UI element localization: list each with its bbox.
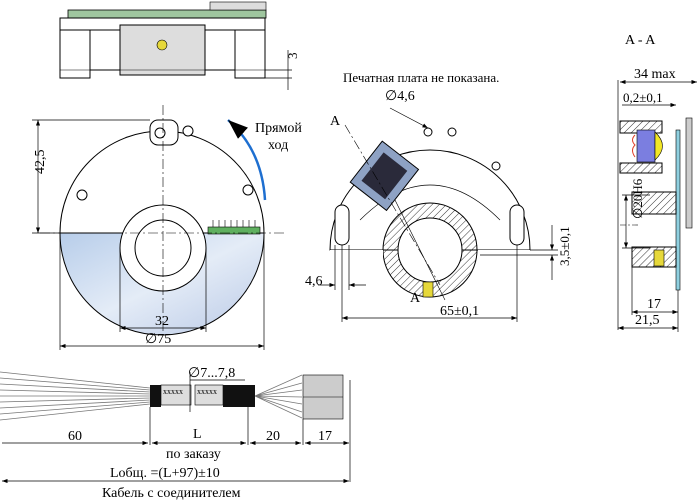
dim-wires: 60	[68, 429, 82, 444]
dim-bore: ∅20H6	[630, 178, 645, 219]
rotation-label-1: Прямой	[255, 121, 302, 136]
cable-assembly: xxxxx xxxxx ∅7...7,8 60 L 20 17 по заказ…	[0, 366, 351, 501]
dim-outer-diameter: ∅75	[145, 332, 171, 347]
dim-cable-length: L	[193, 427, 202, 442]
dim-hole-diameter: ∅4,6	[385, 89, 415, 104]
dim-mount-width: 65±0,1	[440, 304, 479, 319]
front-view: Прямой ход 42,5 32 ∅75	[32, 105, 302, 350]
dim-slot-width: 4,6	[305, 274, 323, 289]
top-view: 3	[59, 1, 300, 90]
rear-view: Печатная плата не показана. A A ∅4,6 4,6	[305, 70, 572, 322]
pcb-note: Печатная плата не показана.	[343, 70, 499, 85]
dim-cable-diameter: ∅7...7,8	[188, 366, 235, 381]
dim-gap: 0,2±0,1	[623, 90, 663, 105]
length-note: по заказу	[166, 447, 221, 462]
dim-offset: 3,5±0,1	[557, 226, 572, 266]
section-a-a: A - A 34 max 0,2±0,1 ∅20H6 17 21,5	[617, 33, 697, 332]
dim-front-height: 42,5	[33, 150, 48, 175]
dim-total: 21,5	[635, 313, 660, 328]
section-title: A - A	[625, 33, 656, 48]
dim-inner-diameter: 32	[155, 314, 169, 329]
dim-depth: 17	[647, 297, 661, 312]
cable-marking-2: xxxxx	[197, 387, 217, 396]
dim-connector: 17	[318, 429, 332, 444]
dim-fan: 20	[266, 429, 280, 444]
section-mark-bottom: A	[410, 291, 421, 306]
dim-top-height: 3	[285, 53, 300, 60]
dim-max-length: 34 max	[634, 67, 676, 82]
section-mark-top: A	[330, 114, 341, 129]
total-length: Lобщ. =(L+97)±10	[110, 466, 220, 481]
rotation-label-2: ход	[268, 138, 288, 153]
cable-caption: Кабель с соединителем	[102, 486, 241, 501]
cable-marking-1: xxxxx	[163, 387, 183, 396]
